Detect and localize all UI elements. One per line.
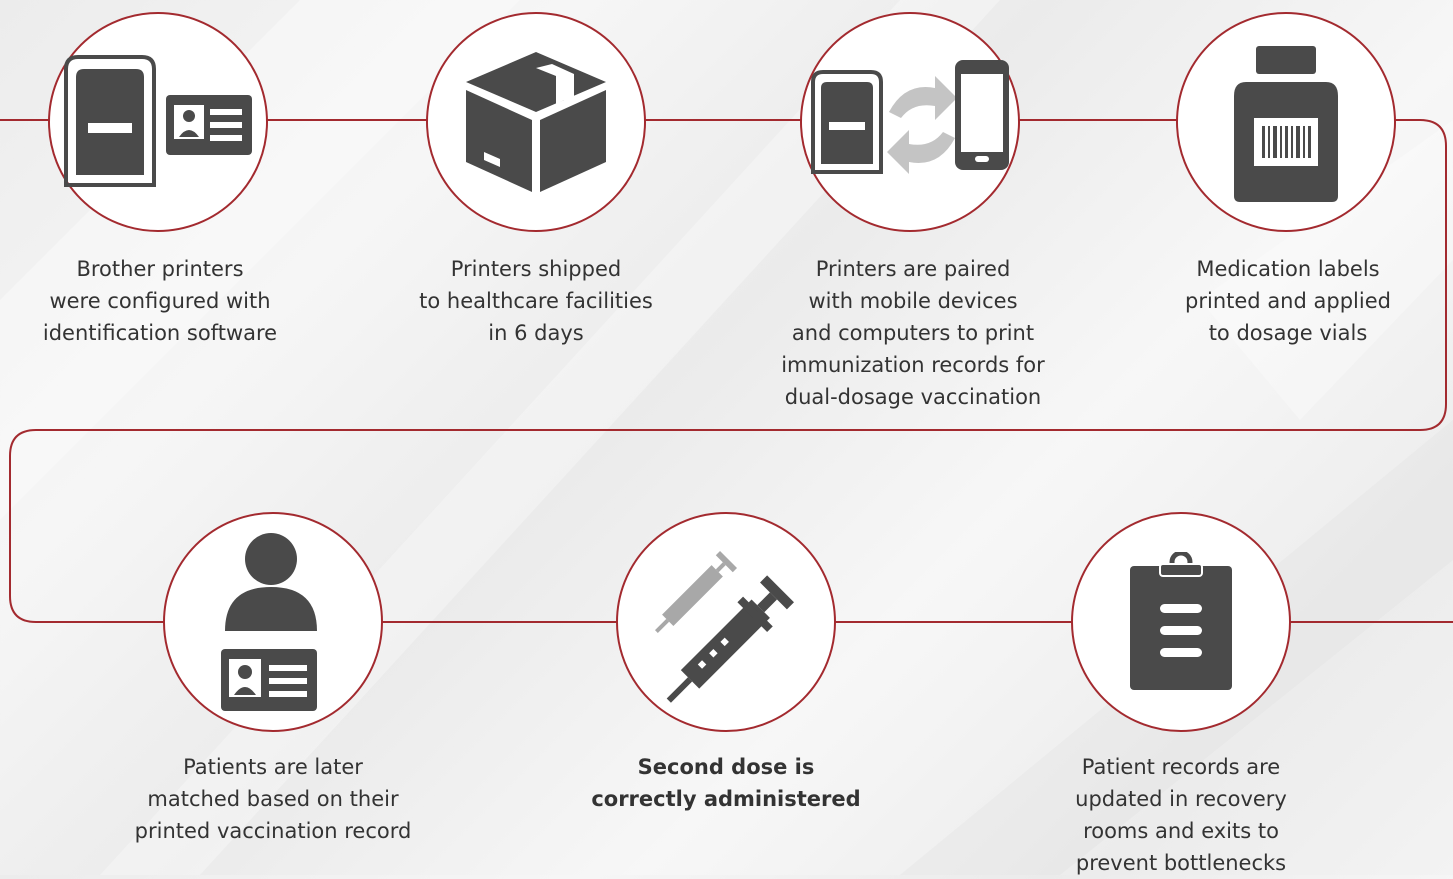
step-7-text: Patient records are updated in recovery … <box>1075 755 1287 875</box>
step-4-text: Medication labels printed and applied to… <box>1185 257 1391 345</box>
step-1-circle <box>48 12 268 232</box>
clipboard-icon <box>1130 552 1232 690</box>
step-4-caption: Medication labels printed and applied to… <box>1138 253 1438 349</box>
step-6-caption: Second dose is correctly administered <box>576 751 876 815</box>
step-5-text: Patients are later matched based on thei… <box>134 755 412 843</box>
step-5-caption: Patients are later matched based on thei… <box>123 751 423 847</box>
step-2-circle <box>426 12 646 232</box>
step-3-text: Printers are paired with mobile devices … <box>781 257 1045 409</box>
printer-phone-sync-icon <box>811 60 1009 174</box>
patient-id-icon <box>221 533 317 711</box>
step-3-circle <box>800 12 1020 232</box>
step-1-text: Brother printers were configured with id… <box>42 257 278 345</box>
step-6-text: Second dose is correctly administered <box>591 755 861 811</box>
step-2-text: Printers shipped to healthcare facilitie… <box>419 257 653 345</box>
step-6-circle <box>616 512 836 732</box>
step-4-circle <box>1176 12 1396 232</box>
step-7-circle <box>1071 512 1291 732</box>
step-5-circle <box>163 512 383 732</box>
syringe-icon <box>654 550 794 703</box>
shipping-box-icon <box>466 52 606 192</box>
step-3-caption: Printers are paired with mobile devices … <box>763 253 1063 413</box>
step-7-caption: Patient records are updated in recovery … <box>1031 751 1331 879</box>
printer-id-card-icon <box>64 55 252 187</box>
medicine-bottle-icon <box>1234 46 1338 202</box>
step-1-caption: Brother printers were configured with id… <box>10 253 310 349</box>
step-2-caption: Printers shipped to healthcare facilitie… <box>386 253 686 349</box>
